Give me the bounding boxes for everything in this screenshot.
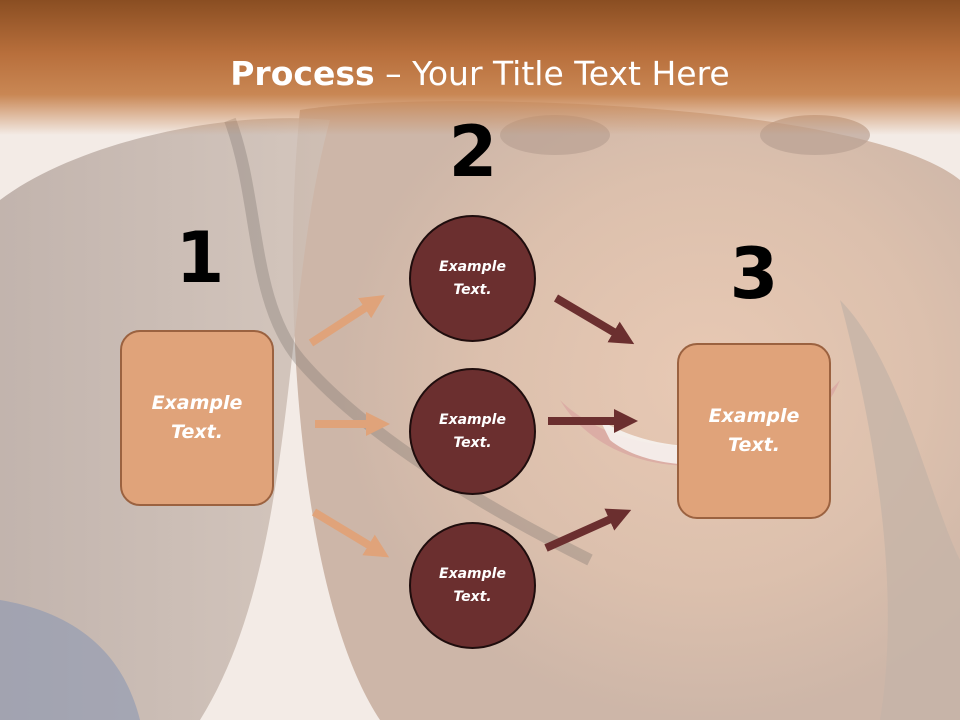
step-number-3: 3 (729, 233, 779, 315)
title-bold: Process (230, 54, 375, 93)
arrow-left-to-bottom (311, 508, 390, 558)
circle-top-line2: Text. (453, 281, 492, 298)
circle-bottom-line2: Text. (453, 588, 492, 605)
step-1-line2: Text. (171, 421, 223, 443)
circle-middle-line1: Example (439, 411, 506, 428)
step-3-line1: Example (708, 405, 800, 427)
arrow-left-to-top (308, 295, 385, 347)
step-number-1: 1 (175, 217, 225, 299)
step-number-2: 2 (448, 111, 498, 193)
circle-top-line1: Example (439, 258, 506, 275)
circle-bottom-line1: Example (439, 565, 506, 582)
title-bar (0, 0, 960, 135)
arrow-bottom-to-right (544, 508, 632, 552)
arrow-top-to-right (553, 294, 635, 345)
step-1-line1: Example (151, 392, 243, 414)
step-3-line2: Text. (728, 434, 780, 456)
title-rest: – Your Title Text Here (374, 54, 730, 93)
circle-middle-line2: Text. (453, 434, 492, 451)
page-title: Process – Your Title Text Here (0, 52, 960, 96)
